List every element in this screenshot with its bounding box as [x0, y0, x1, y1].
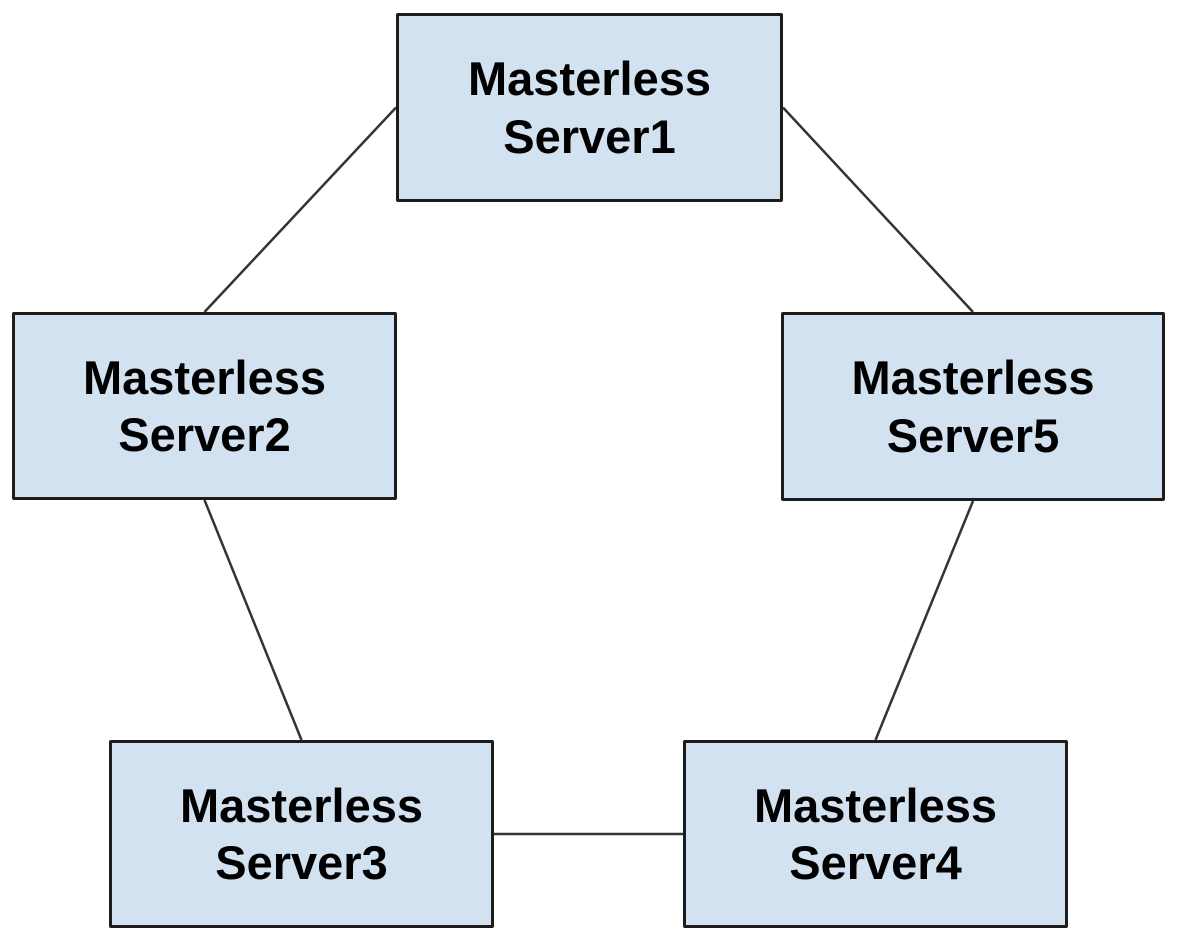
connector-server4-server5 [874, 500, 975, 741]
node-label-line: Server5 [886, 408, 1060, 462]
node-label-line: Server3 [215, 836, 388, 889]
node-label-line: Masterless [83, 350, 326, 404]
node-label-line: Server1 [503, 109, 676, 163]
node-label-line: Masterless [468, 52, 711, 106]
node-label-line: Masterless [851, 351, 1095, 405]
node-label-line: Server2 [118, 408, 291, 461]
connector-server1-server2 [203, 106, 397, 313]
connector-server2-server3 [203, 499, 303, 741]
connector-server5-server1 [782, 106, 974, 313]
node-label-line: Masterless [180, 778, 423, 832]
node-label-line: Masterless [754, 778, 997, 832]
node-label-line: Server4 [789, 836, 962, 889]
